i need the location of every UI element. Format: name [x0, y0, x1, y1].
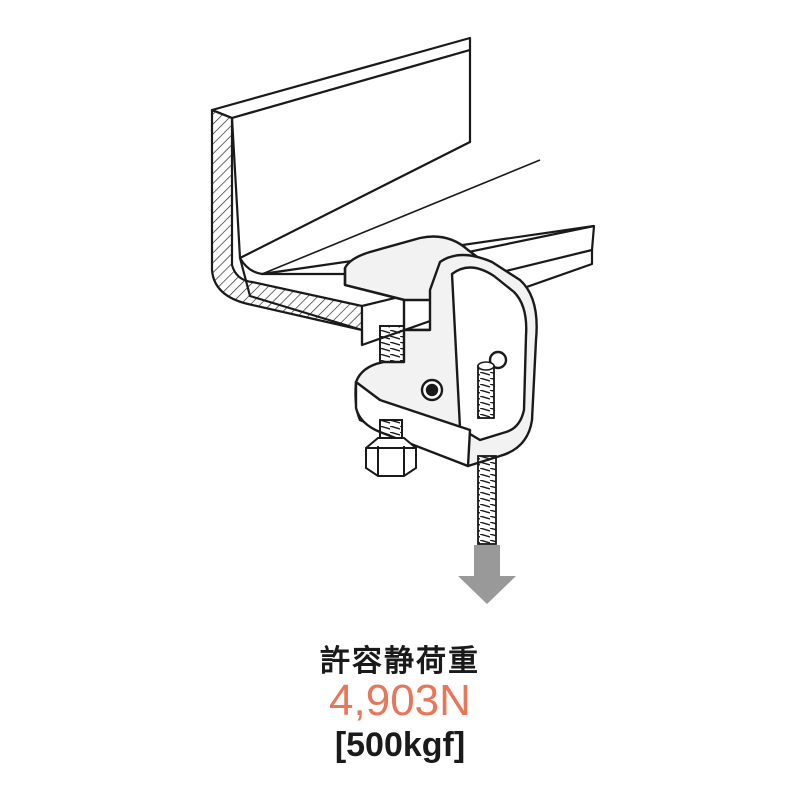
threaded-rod-icon: [477, 455, 497, 545]
hex-nut-icon: [365, 419, 417, 477]
load-unit: [500kgf]: [334, 726, 466, 764]
load-label: 許容静荷重: [320, 644, 480, 679]
beam-clamp-icon: [343, 235, 538, 468]
load-value: 4,903N: [329, 676, 471, 725]
load-arrow-icon: [458, 545, 516, 604]
rod-in-clamp-icon: [477, 361, 495, 419]
